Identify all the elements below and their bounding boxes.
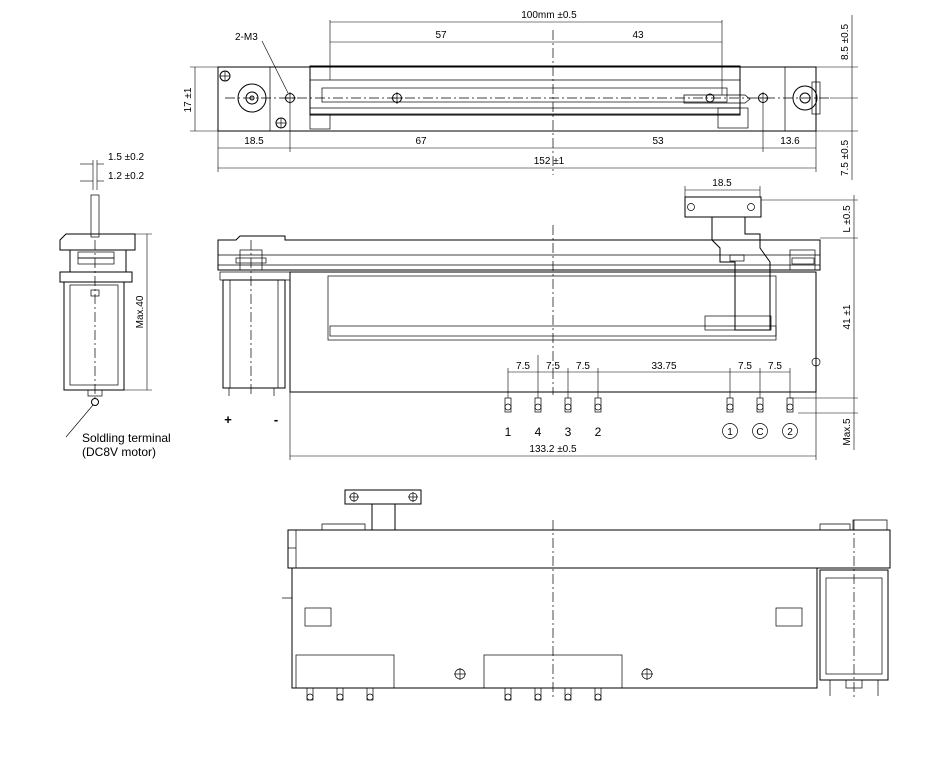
dim-side-pitch-1: 1.5 ±0.2 [108, 152, 145, 163]
terminal-1: 1 [505, 425, 512, 439]
side-view: 1.5 ±0.2 1.2 ±0.2 Max.40 Soldling termin… [59, 152, 171, 459]
dim-total-length: 152 ±1 [534, 156, 565, 167]
terminal-2: 2 [595, 425, 602, 439]
motor-label-line1: Soldling terminal [82, 431, 171, 445]
pitch-5: 7.5 [738, 361, 752, 372]
dim-l: L ±0.5 [842, 205, 853, 233]
front-view: + - 18.5 L ±0.5 41 ±1 Max.5 [217, 178, 858, 460]
dim-side-pitch-2: 1.2 ±0.2 [108, 171, 145, 182]
dim-top-total: 100mm ±0.5 [521, 10, 577, 21]
mount-hole-label: 2-M3 [235, 32, 258, 43]
pitch-6: 7.5 [768, 361, 782, 372]
dim-right-bottom: 7.5 ±0.5 [840, 140, 851, 177]
terminal-4: 4 [535, 425, 542, 439]
motor-label-line2: (DC8V motor) [82, 445, 156, 459]
motor-plus: + [224, 412, 232, 427]
dim-bottom-a: 18.5 [244, 136, 264, 147]
dim-top-right: 43 [632, 30, 644, 41]
dim-top-left: 57 [435, 30, 447, 41]
dim-knob-width: 18.5 [712, 178, 732, 189]
dim-max5: Max.5 [842, 418, 853, 446]
dim-frame-length: 133.2 ±0.5 [529, 444, 577, 455]
pitch-1: 7.5 [516, 361, 530, 372]
terminal-circle-c: C [756, 427, 763, 438]
motor-minus: - [274, 412, 278, 427]
bottom-view [282, 489, 891, 701]
terminal-circle-1: 1 [727, 427, 733, 438]
dim-bottom-d: 13.6 [780, 136, 800, 147]
pitch-3: 7.5 [576, 361, 590, 372]
dim-max40: Max.40 [135, 295, 146, 328]
dim-bottom-b: 67 [415, 136, 427, 147]
dim-height-41: 41 ±1 [842, 304, 853, 329]
pitch-2: 7.5 [546, 361, 560, 372]
dim-bottom-c: 53 [652, 136, 664, 147]
terminal-circle-2: 2 [787, 427, 793, 438]
pitch-4: 33.75 [651, 361, 676, 372]
dim-height-left: 17 ±1 [183, 87, 194, 112]
terminal-3: 3 [565, 425, 572, 439]
dim-right-top: 8.5 ±0.5 [840, 24, 851, 61]
top-view: 100mm ±0.5 57 43 2-M3 17 ±1 8.5 ±0.5 7.5… [183, 10, 858, 180]
